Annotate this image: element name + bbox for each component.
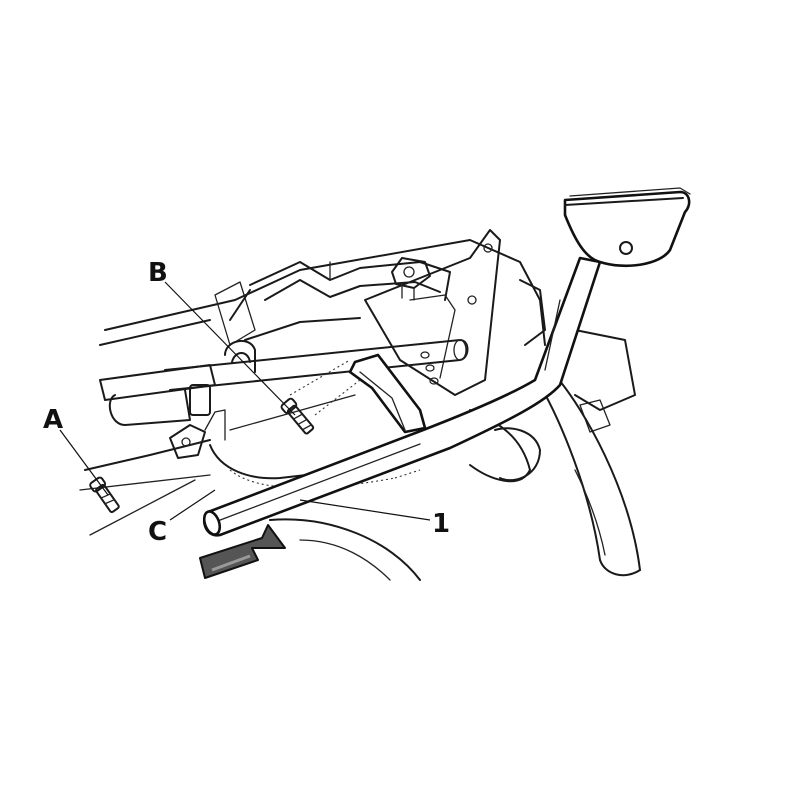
callout-c: C (148, 517, 167, 547)
bolt-b-axis (314, 379, 361, 416)
rack-part-1 (202, 187, 691, 537)
leader-1 (299, 499, 431, 521)
leader-a (59, 429, 109, 496)
leader-c (169, 489, 216, 521)
bolt-a (89, 476, 120, 513)
bolt-b (280, 397, 315, 435)
installation-direction-arrow-icon (199, 524, 286, 579)
callout-b: B (148, 258, 168, 288)
callout-a: A (43, 405, 63, 435)
callout-1: 1 (432, 509, 450, 539)
leader-b (164, 281, 296, 416)
